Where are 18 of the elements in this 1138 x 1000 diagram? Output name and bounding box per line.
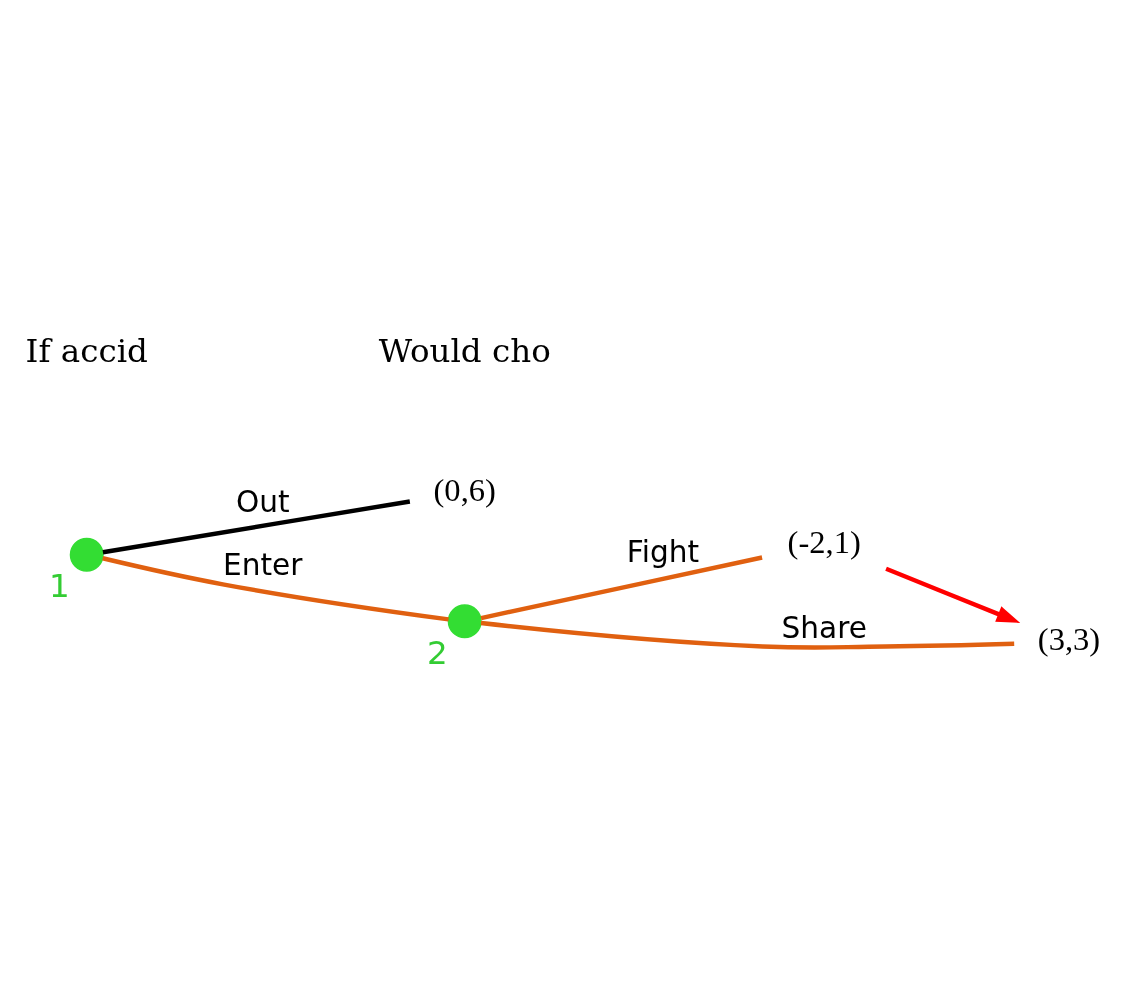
edge-label: Fight: [626, 535, 700, 570]
node-circle: [447, 604, 482, 639]
arrow: [885, 566, 1021, 623]
node-label: 2: [426, 633, 448, 672]
connector: [102, 499, 411, 555]
node-label: 1: [49, 567, 70, 606]
node-text: (3,3): [1037, 621, 1101, 658]
connector: [102, 556, 449, 622]
node-text: (0,6): [433, 471, 496, 508]
node-text: (-2,1): [787, 523, 861, 560]
edge-label: Share: [781, 610, 867, 645]
label: Would cho: [378, 331, 551, 370]
edge-label: Enter: [223, 548, 303, 583]
connector: [480, 620, 1015, 650]
connector: [480, 555, 763, 621]
node-circle: [69, 537, 104, 572]
label: If accid: [25, 331, 148, 370]
edge-label: Out: [235, 484, 290, 519]
